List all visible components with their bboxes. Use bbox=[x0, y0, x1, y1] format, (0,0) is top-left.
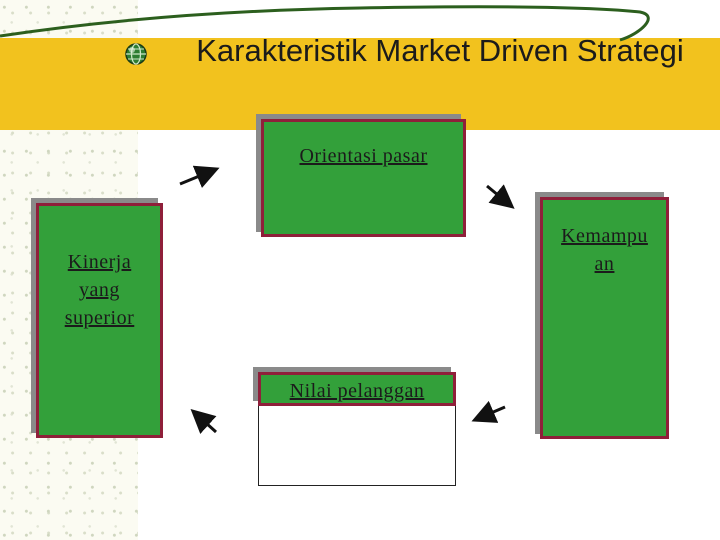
kinerja-superior-label: Kinerja yang superior bbox=[64, 251, 135, 329]
nilai-pelanggan-label: Nilai pelanggan bbox=[289, 380, 425, 402]
slide-title: Karakteristik Market Driven Strategi bbox=[196, 33, 684, 68]
kinerja-superior-box: Kinerja yang superior bbox=[36, 203, 163, 438]
nilai-pelanggan-body bbox=[258, 404, 456, 486]
orientasi-pasar-box: Orientasi pasar bbox=[261, 119, 466, 237]
arrow-right-to-bottom bbox=[471, 400, 506, 423]
kemampuan-label: Kemampu an bbox=[561, 225, 648, 275]
nilai-pelanggan-box: Nilai pelanggan bbox=[258, 372, 456, 406]
arrow-top-to-right bbox=[486, 184, 515, 209]
arrow-bottom-to-left bbox=[190, 408, 218, 434]
title-band bbox=[0, 38, 720, 130]
arrow-left-to-top bbox=[179, 165, 220, 188]
globe-bullet-icon bbox=[125, 43, 147, 65]
kemampuan-box: Kemampu an bbox=[540, 197, 669, 439]
orientasi-pasar-label: Orientasi pasar bbox=[299, 145, 428, 167]
